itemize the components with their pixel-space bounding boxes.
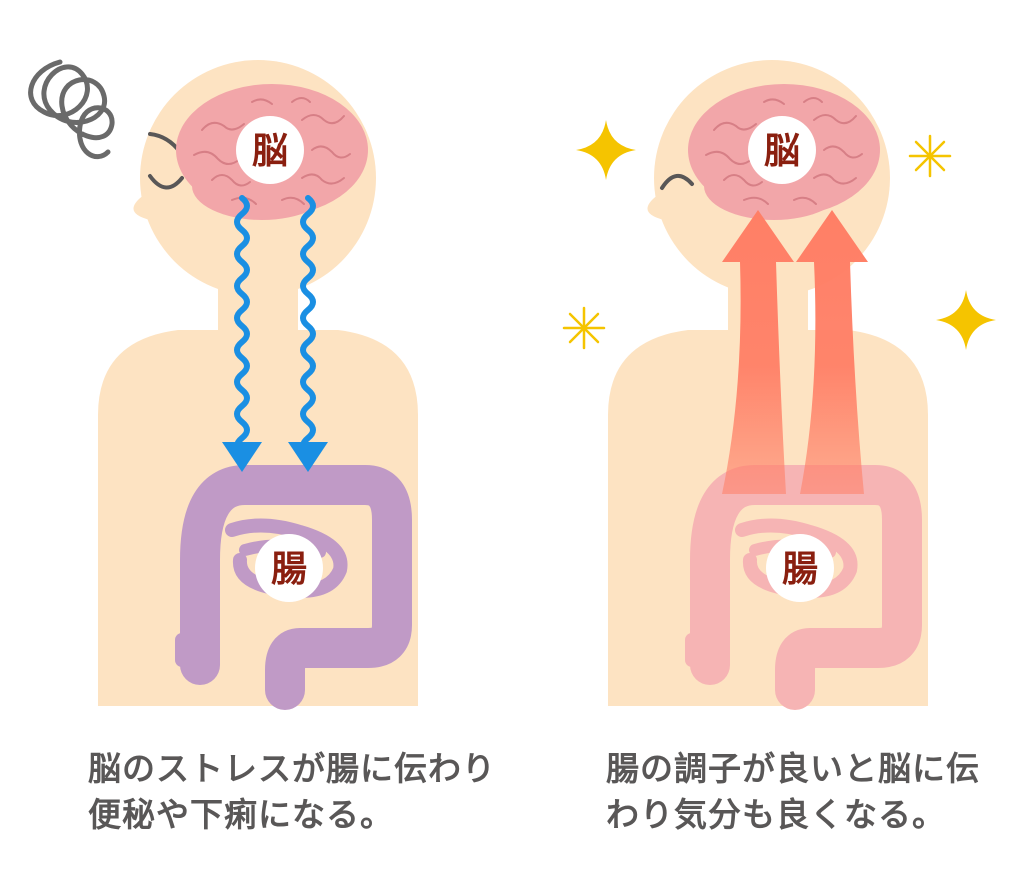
left-gut-label: 腸 bbox=[271, 549, 307, 590]
caption-left-line-2: 便秘や下痢になる。 bbox=[88, 795, 394, 834]
good-arrows bbox=[722, 210, 868, 494]
left-nose bbox=[133, 192, 150, 220]
sparkle-star-icon bbox=[936, 290, 996, 350]
left-brain-label: 脳 bbox=[252, 131, 288, 172]
caption-right-line-1: 腸の調子が良いと脳に伝 bbox=[606, 749, 980, 788]
right-nose bbox=[647, 192, 664, 220]
left-closed-eye bbox=[148, 174, 184, 190]
good-arrow-2 bbox=[796, 210, 868, 494]
good-arrow-1 bbox=[722, 210, 794, 494]
caption-left-line-1: 脳のストレスが腸に伝わり bbox=[88, 749, 496, 788]
left-figure: 脳 腸 bbox=[28, 59, 418, 710]
left-gut-label-bg bbox=[255, 534, 323, 602]
stress-arrowhead-2 bbox=[288, 442, 328, 472]
stress-wave-2 bbox=[300, 195, 316, 457]
sparkle-burst-icon bbox=[908, 134, 952, 178]
caption-left: 脳のストレスが腸に伝わり 便秘や下痢になる。 bbox=[88, 746, 496, 838]
worry-scribble-icon bbox=[28, 59, 115, 160]
right-brain-label: 脳 bbox=[764, 131, 800, 172]
right-brain-label-bg bbox=[748, 116, 816, 184]
stress-wave-1 bbox=[234, 195, 250, 457]
stress-arrows bbox=[222, 195, 328, 472]
right-gut-label-bg bbox=[766, 534, 834, 602]
sparkle-star-icon bbox=[576, 120, 636, 180]
left-body bbox=[98, 330, 418, 706]
sparkle-burst-icon bbox=[562, 306, 606, 350]
stress-arrowhead-1 bbox=[222, 442, 262, 472]
right-happy-eye bbox=[660, 174, 694, 190]
left-brain-label-bg bbox=[236, 116, 304, 184]
caption-right-line-2: わり気分も良くなる。 bbox=[606, 795, 946, 834]
right-figure: 脳 腸 bbox=[562, 60, 996, 710]
right-gut-label: 腸 bbox=[782, 549, 818, 590]
caption-right: 腸の調子が良いと脳に伝 わり気分も良くなる。 bbox=[606, 746, 980, 838]
